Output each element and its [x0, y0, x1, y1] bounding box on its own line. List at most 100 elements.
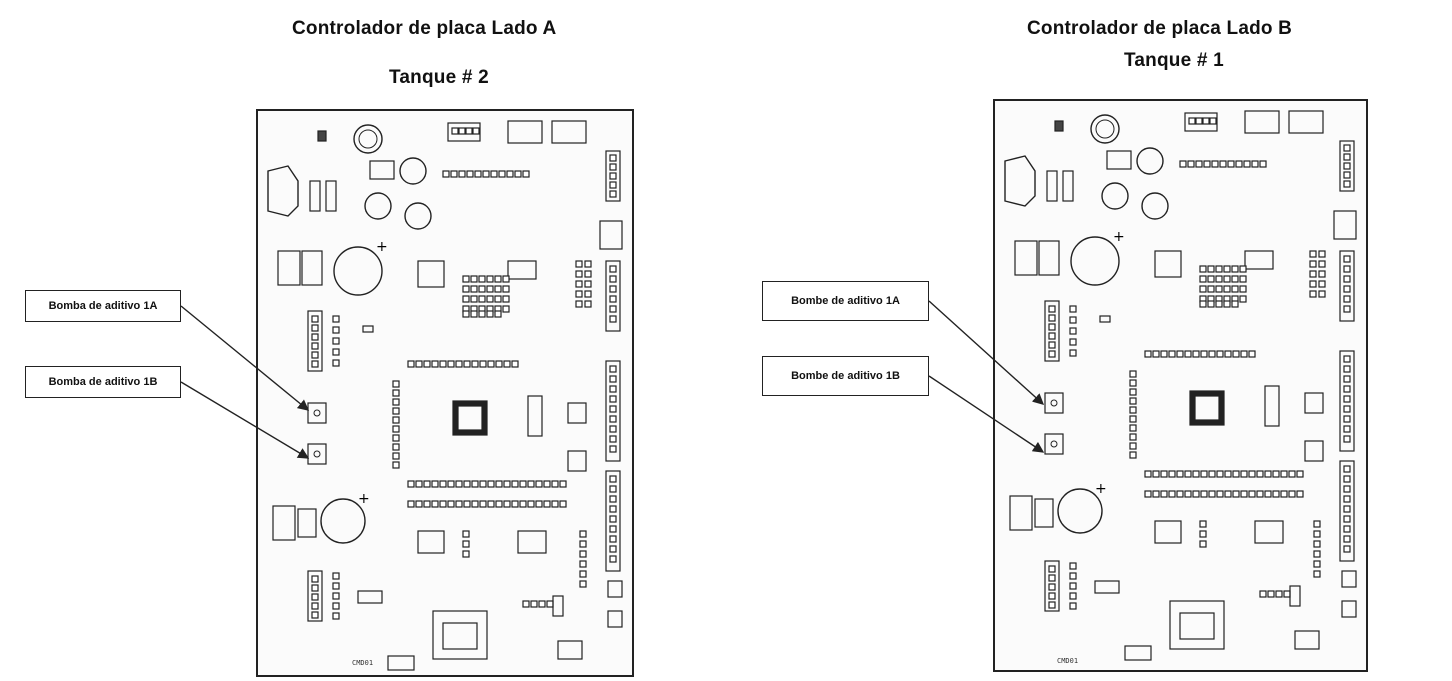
pin-column	[392, 416, 400, 424]
side-pin	[1343, 171, 1351, 179]
smd-array	[494, 310, 502, 318]
connector	[1124, 645, 1152, 661]
regulator	[1244, 250, 1274, 270]
smd-pair	[579, 570, 587, 578]
pin-strip	[1192, 350, 1200, 358]
pin-strip	[519, 480, 527, 488]
terminal-pin	[1048, 314, 1056, 322]
resistor	[1069, 572, 1077, 580]
side-pin	[1343, 515, 1351, 523]
pin-strip	[1251, 160, 1259, 168]
smd-pair	[1313, 570, 1321, 578]
connector	[387, 655, 415, 671]
capacitor-large	[1070, 236, 1120, 286]
pump-1a-hole	[313, 409, 321, 417]
resistor	[332, 337, 340, 345]
pump-1b-hole	[1050, 440, 1058, 448]
smd-array	[462, 275, 470, 283]
side-pin	[609, 545, 617, 553]
pin-strip	[1227, 160, 1235, 168]
smd-part	[1259, 590, 1267, 598]
pin-strip	[1240, 350, 1248, 358]
rj-jack-inner	[442, 622, 478, 650]
pin-strip	[407, 480, 415, 488]
terminal-pin	[1048, 565, 1056, 573]
pin-strip	[463, 500, 471, 508]
smd-array	[1239, 285, 1247, 293]
terminal-pin	[311, 584, 319, 592]
regulator	[1254, 520, 1284, 544]
side-pin	[1343, 275, 1351, 283]
pin-column	[1129, 451, 1137, 459]
smd-array	[478, 310, 486, 318]
smd-pair	[579, 580, 587, 588]
header-pin	[451, 127, 459, 135]
smd-array	[478, 285, 486, 293]
header-pin	[1188, 117, 1196, 125]
rj-jack-inner	[1179, 612, 1215, 640]
terminal-block	[277, 250, 301, 286]
side-pin	[1343, 305, 1351, 313]
pin-strip	[463, 360, 471, 368]
side-pin	[1343, 535, 1351, 543]
smd-array	[486, 275, 494, 283]
side-b-leader-1a	[928, 300, 1045, 405]
side-pin	[609, 181, 617, 189]
smd-part	[538, 600, 546, 608]
side-pin	[1343, 415, 1351, 423]
smd-array	[486, 285, 494, 293]
pin-column	[1129, 379, 1137, 387]
pin-strip	[1176, 490, 1184, 498]
smd-array	[1239, 265, 1247, 273]
pin-column	[392, 452, 400, 460]
side-connector	[1341, 600, 1357, 618]
smd-pair	[584, 300, 592, 308]
smd-array	[494, 285, 502, 293]
pin-strip	[1288, 490, 1296, 498]
pin-strip	[535, 500, 543, 508]
pin-strip	[1216, 350, 1224, 358]
crystal-oscillator-inner	[358, 129, 378, 149]
pin-column	[1129, 433, 1137, 441]
side-pin	[609, 555, 617, 563]
pin-strip	[1144, 470, 1152, 478]
smd-pair	[579, 530, 587, 538]
pin-strip	[511, 480, 519, 488]
side-pin	[609, 485, 617, 493]
capacitor-plus: +	[1113, 229, 1125, 245]
terminal-pin	[1048, 574, 1056, 582]
smd-array	[1199, 300, 1207, 308]
smd-array	[1199, 530, 1207, 538]
pin-strip	[1272, 490, 1280, 498]
smd-array	[1223, 285, 1231, 293]
regulator	[1154, 520, 1182, 544]
smd-pair	[575, 270, 583, 278]
pin-strip	[1296, 470, 1304, 478]
pin-strip	[522, 170, 530, 178]
pin-strip	[1152, 470, 1160, 478]
smd-array	[1239, 275, 1247, 283]
pin-strip	[415, 480, 423, 488]
pin-strip	[1259, 160, 1267, 168]
smd-array	[494, 275, 502, 283]
pin-column	[1129, 406, 1137, 414]
side-b-board-code: CMD01	[1057, 657, 1079, 665]
smd-array	[462, 540, 470, 548]
terminal-pin	[1048, 350, 1056, 358]
smd-pair	[575, 300, 583, 308]
side-pin	[609, 435, 617, 443]
smd-pair	[1318, 290, 1326, 298]
pin-column	[1129, 442, 1137, 450]
smd-pair	[1309, 280, 1317, 288]
side-connector	[1341, 570, 1357, 588]
pin-strip	[479, 500, 487, 508]
side-pin	[609, 172, 617, 180]
capacitor-plus: +	[358, 491, 370, 507]
smd-pair	[584, 270, 592, 278]
pin-strip	[466, 170, 474, 178]
smd-pair	[579, 550, 587, 558]
smd-array	[1231, 265, 1239, 273]
smd-array	[1215, 300, 1223, 308]
pin-strip	[551, 480, 559, 488]
smd-array	[470, 285, 478, 293]
